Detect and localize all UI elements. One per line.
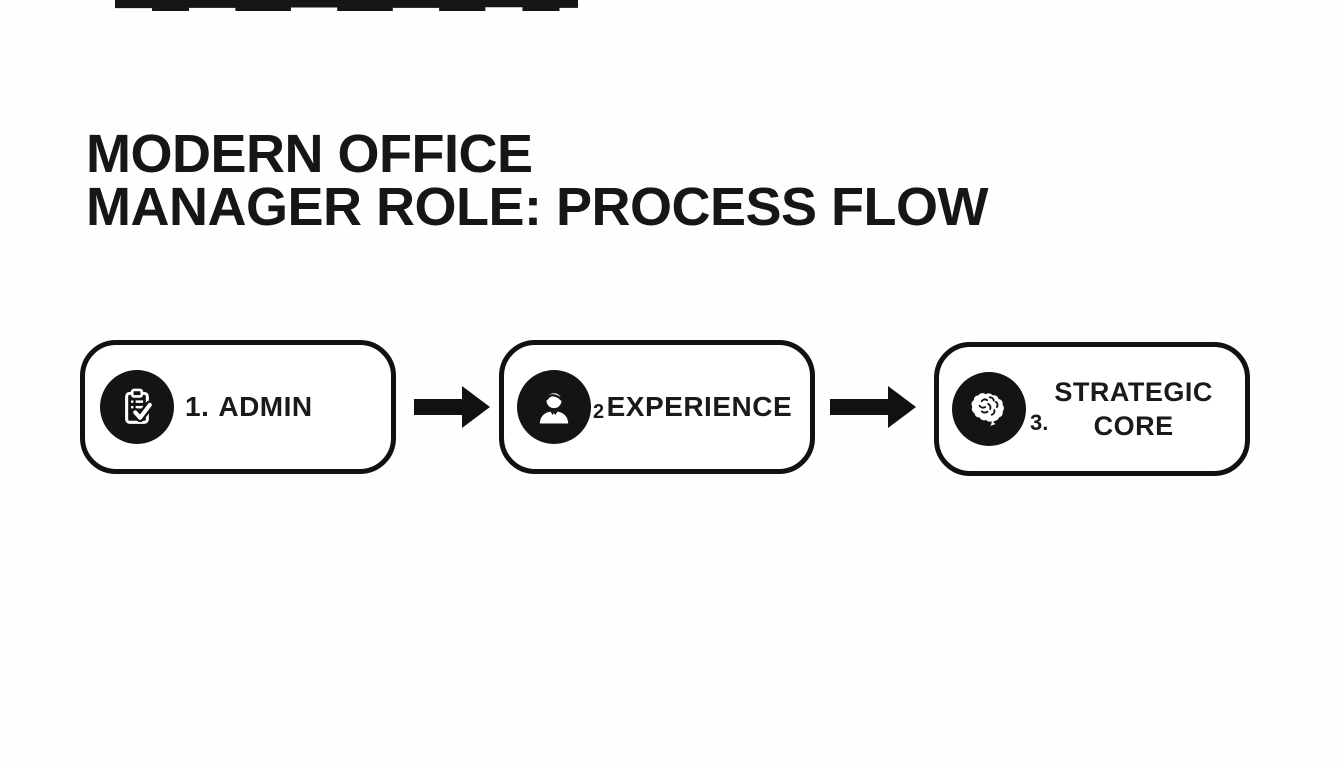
step-box-admin: 1. ADMIN	[80, 340, 396, 474]
step-number: 2	[593, 400, 605, 423]
businessperson-icon	[517, 370, 591, 444]
brain-icon	[952, 372, 1026, 446]
title-line-2: MANAGER ROLE: PROCESS FLOW	[86, 177, 989, 237]
step-number: 1.	[185, 391, 210, 422]
step-label: ADMIN	[218, 391, 313, 422]
step-text-strategic-core: 3. STRATEGIC CORE	[1030, 375, 1213, 443]
arrow-right-icon	[830, 386, 916, 428]
clipboard-check-icon	[100, 370, 174, 444]
cropped-text-artifact	[115, 0, 578, 11]
step-label: EXPERIENCE	[606, 391, 793, 422]
arrow-head	[888, 386, 916, 428]
step-box-strategic-core: 3. STRATEGIC CORE	[934, 342, 1250, 476]
arrow-right-icon	[414, 386, 490, 428]
title-line-1: MODERN OFFICE	[86, 124, 533, 184]
step-label-line-2: CORE	[1093, 411, 1174, 441]
arrow-shaft	[414, 399, 464, 415]
step-text-experience: 2 EXPERIENCE	[593, 391, 792, 423]
step-number: 3.	[1030, 410, 1049, 435]
page-title: MODERN OFFICE MANAGER ROLE: PROCESS FLOW	[86, 124, 989, 237]
step-box-experience: 2 EXPERIENCE	[499, 340, 815, 474]
step-text-admin: 1. ADMIN	[185, 391, 313, 423]
step-label-line-1: STRATEGIC	[1054, 377, 1213, 407]
arrow-head	[462, 386, 490, 428]
arrow-shaft	[830, 399, 890, 415]
step-label: STRATEGIC CORE	[1054, 375, 1213, 443]
